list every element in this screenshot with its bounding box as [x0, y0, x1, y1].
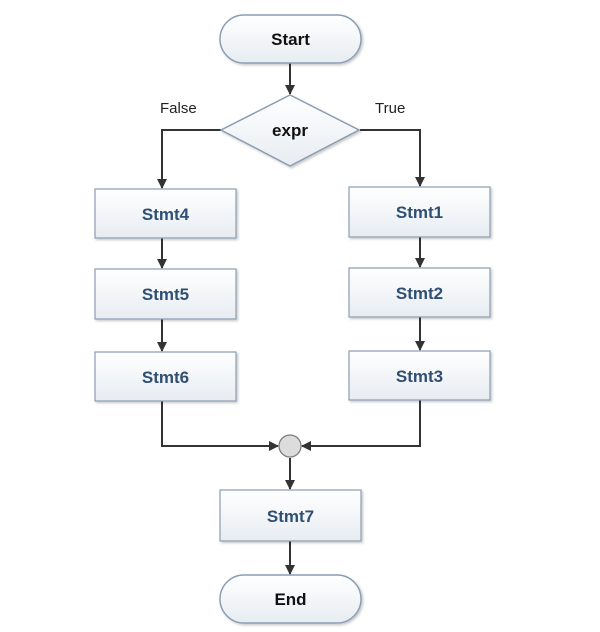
connectors — [157, 63, 425, 575]
end-node: End — [219, 574, 362, 624]
stmt7-node: Stmt7 — [219, 489, 362, 542]
stmt7-label: Stmt7 — [267, 507, 314, 526]
decision-label: expr — [272, 121, 308, 140]
end-label: End — [274, 590, 306, 609]
stmt2-node: Stmt2 — [348, 267, 491, 318]
junction-node — [278, 434, 302, 458]
stmt5-node: Stmt5 — [94, 268, 237, 320]
arrow-stmt3-to-junction — [301, 400, 421, 451]
stmt4-node: Stmt4 — [94, 188, 237, 239]
decision-node: expr — [219, 94, 361, 167]
stmt3-label: Stmt3 — [396, 367, 443, 386]
stmt1-label: Stmt1 — [396, 203, 443, 222]
stmt6-label: Stmt6 — [142, 368, 189, 387]
arrow-expr-to-stmt1 — [360, 129, 425, 187]
true-branch-label: True — [375, 100, 405, 117]
start-label: Start — [271, 30, 310, 49]
false-branch-label: False — [160, 100, 197, 117]
stmt3-node: Stmt3 — [348, 350, 491, 401]
arrow-stmt6-to-junction — [161, 401, 279, 451]
stmt6-node: Stmt6 — [94, 351, 237, 402]
stmt5-label: Stmt5 — [142, 285, 189, 304]
arrow-expr-to-stmt4 — [157, 129, 221, 189]
stmt4-label: Stmt4 — [142, 205, 190, 224]
start-node: Start — [219, 14, 362, 64]
stmt1-node: Stmt1 — [348, 186, 491, 238]
stmt2-label: Stmt2 — [396, 284, 443, 303]
